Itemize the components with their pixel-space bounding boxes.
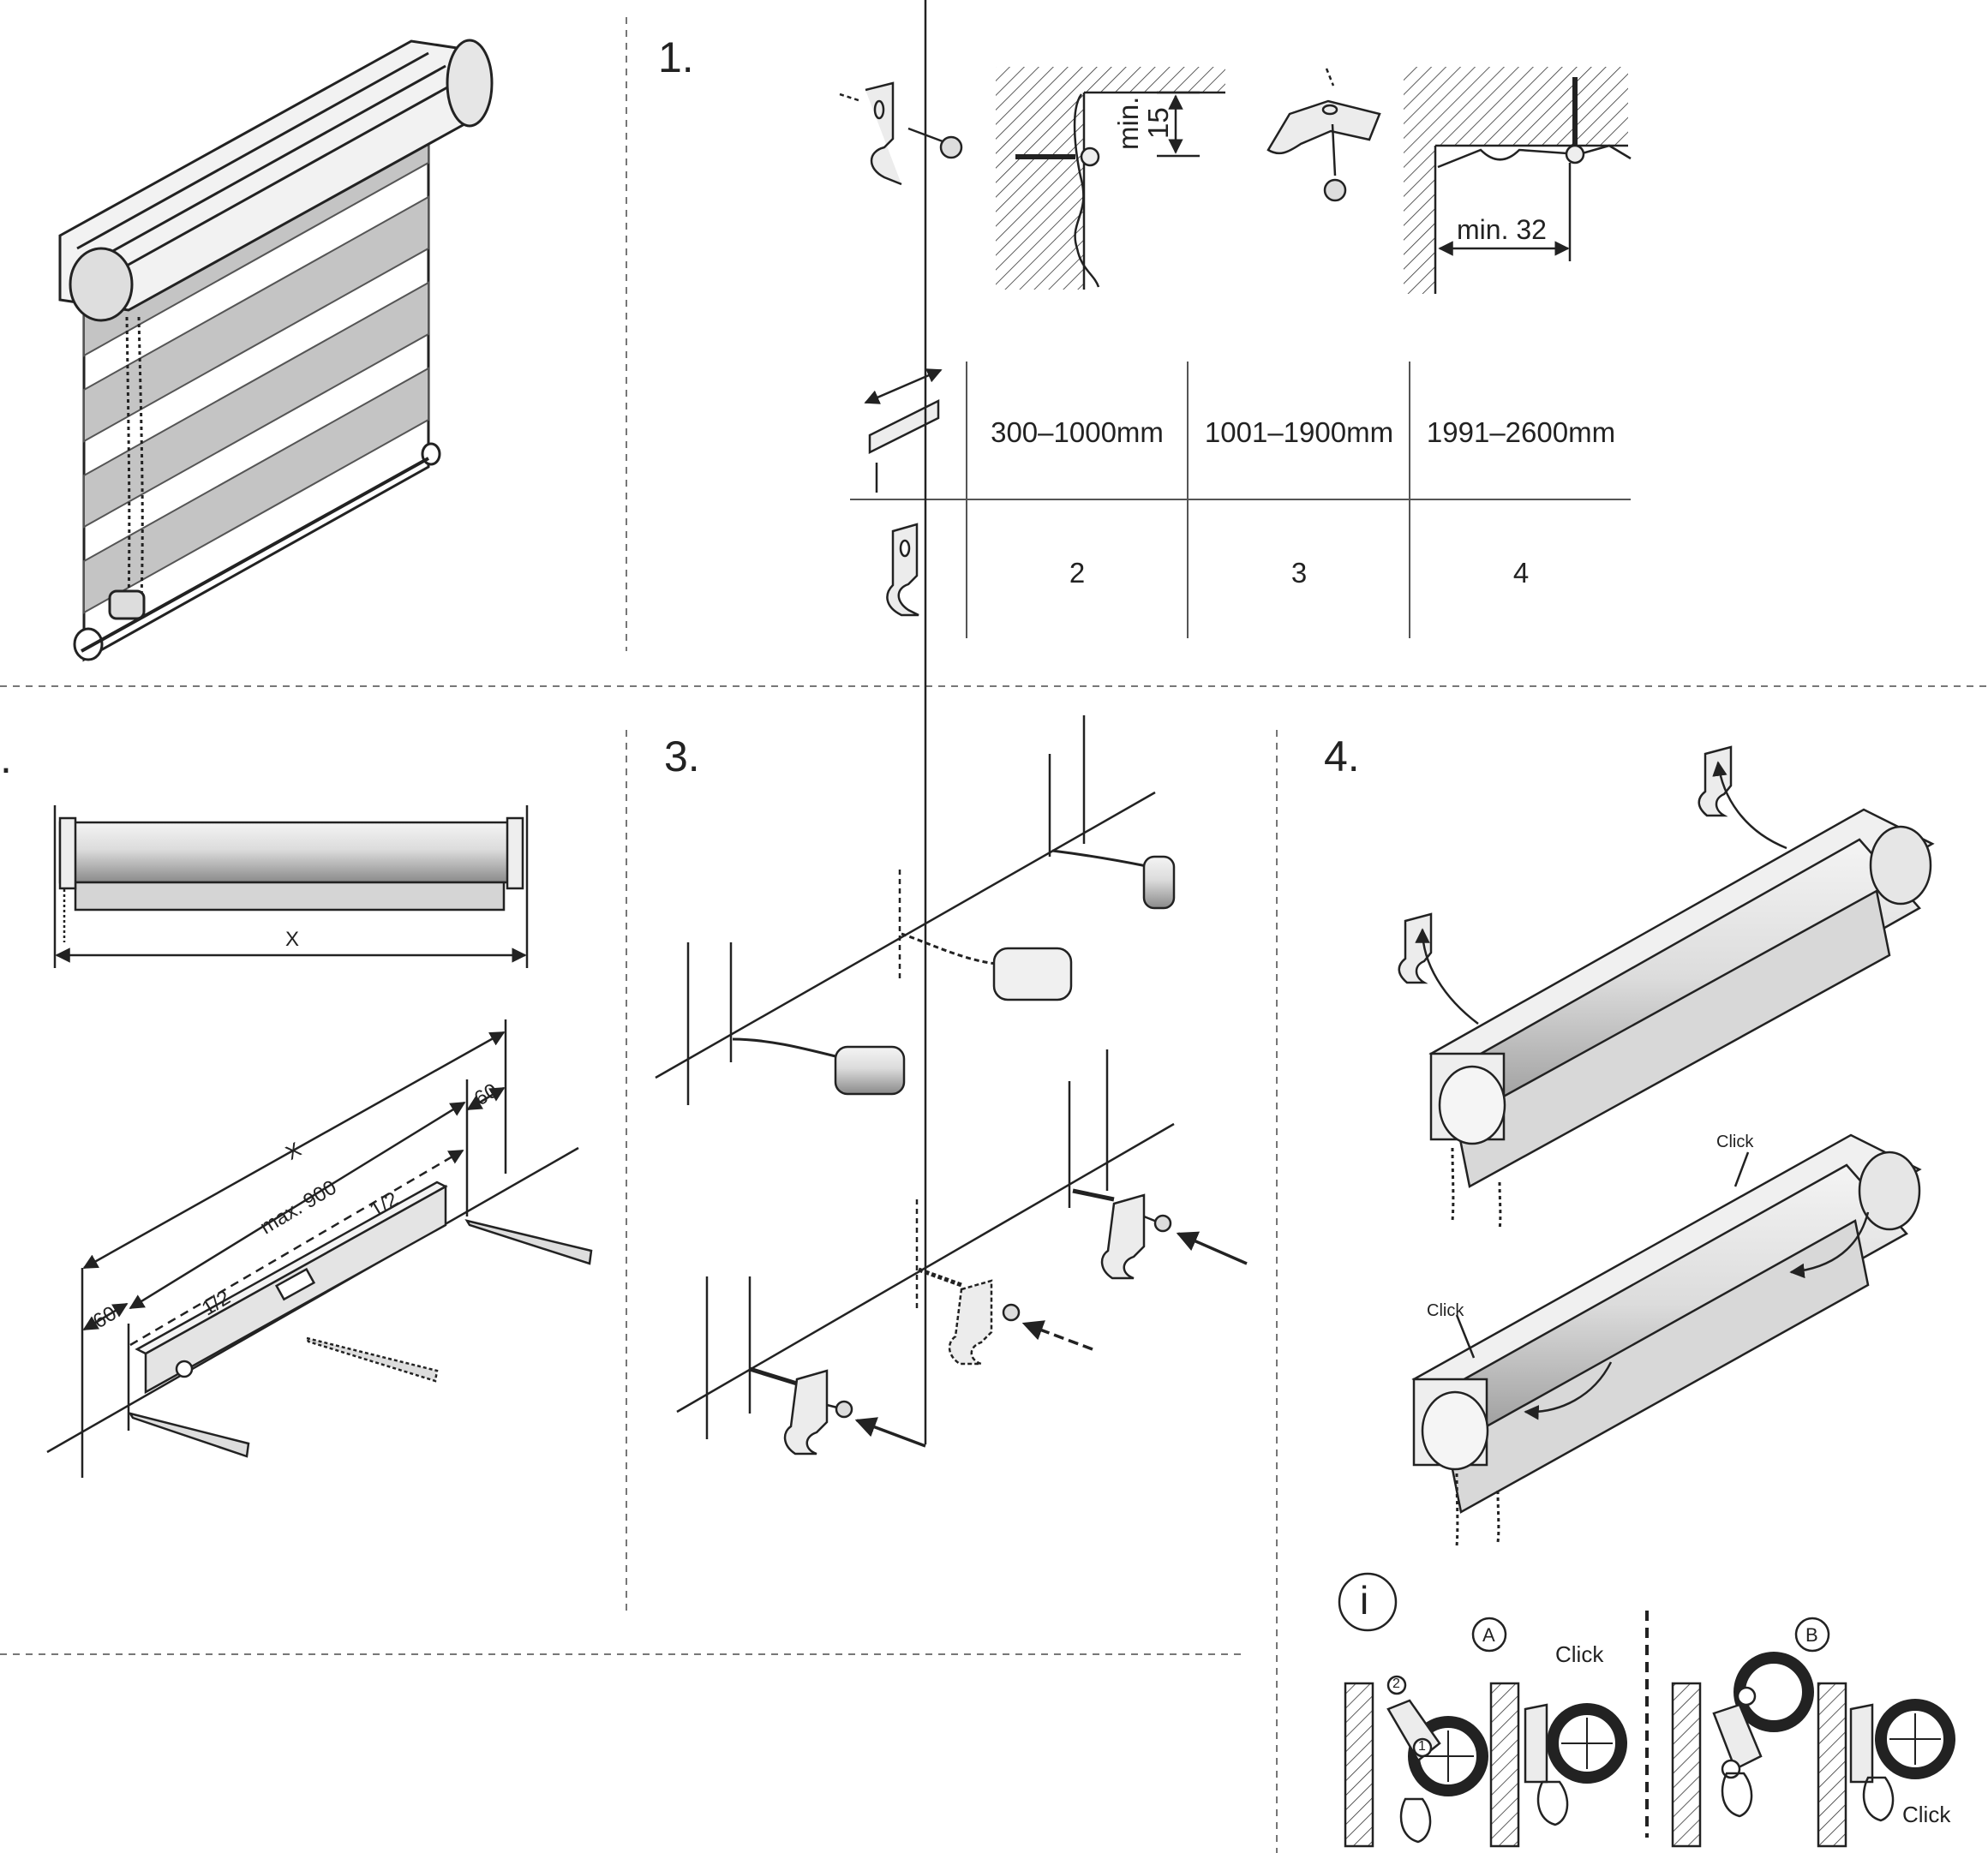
bottom-bar-end xyxy=(73,627,104,661)
spirit-level xyxy=(135,1181,448,1395)
install-detail-b2 xyxy=(1817,1682,1955,1848)
variant-b-label: B xyxy=(1805,1624,1818,1646)
click-label-left: Click xyxy=(1427,1301,1464,1320)
headrail-cassette xyxy=(58,39,482,312)
screw-icon xyxy=(907,127,963,159)
bracket-count-table xyxy=(850,362,1631,638)
variant-a-label: A xyxy=(1482,1624,1495,1646)
variant-a-badge xyxy=(1471,1617,1507,1653)
info-icon xyxy=(1338,1572,1398,1632)
install-detail-a2 xyxy=(1489,1682,1627,1848)
insert-arrow xyxy=(854,1417,926,1448)
click-label-a: Click xyxy=(1555,1641,1604,1667)
left-end-cap xyxy=(69,247,134,322)
install-detail-b1 xyxy=(1671,1652,1814,1848)
width-range-1: 300–1000mm xyxy=(991,416,1164,448)
pencil-icon xyxy=(128,1219,593,1458)
drill-chuck-icon xyxy=(834,855,1176,1096)
screw-icon-set xyxy=(749,1188,1172,1419)
variant-b-badge xyxy=(1794,1617,1830,1653)
drilling-step xyxy=(655,0,1248,1456)
step-2-number: . xyxy=(0,734,12,782)
headrail-width-icon xyxy=(864,368,943,493)
section-dividers xyxy=(0,17,1988,1853)
info-section xyxy=(1338,1572,1955,1848)
wall-mount-detail xyxy=(839,67,1225,290)
bracket-fixing-icon xyxy=(783,1193,1146,1456)
info-icon-letter: i xyxy=(1360,1578,1369,1623)
drilling-layout xyxy=(46,1019,593,1478)
max-900-arrow xyxy=(129,1101,466,1310)
width-range-3: 1991–2600mm xyxy=(1426,416,1616,448)
step-1-number: 1. xyxy=(658,33,694,81)
bracket-ceiling-icon xyxy=(1266,99,1381,155)
right-end-cap xyxy=(446,39,494,128)
bracket-count-icon xyxy=(886,523,919,617)
chain-cord xyxy=(125,316,131,609)
headrail-tilted-bottom xyxy=(1411,1133,1922,1547)
step-marker-1: 1 xyxy=(1418,1739,1426,1754)
width-range-2: 1001–1900mm xyxy=(1204,416,1394,448)
headrail-front-view xyxy=(53,805,529,968)
bracket-count-3: 4 xyxy=(1512,557,1530,589)
step-4-number: 4. xyxy=(1324,732,1360,780)
step-marker-2: 2 xyxy=(1392,1677,1400,1691)
headrail-tilted-top xyxy=(1428,808,1935,1230)
click-label-b: Click xyxy=(1902,1802,1951,1827)
width-x-label: X xyxy=(285,928,300,951)
step-3-number: 3. xyxy=(664,732,700,780)
drill-bit-icon xyxy=(732,849,1147,1058)
click-label-top: Click xyxy=(1716,1133,1754,1151)
bracket-wall-icon xyxy=(865,81,902,186)
bracket-count-2: 3 xyxy=(1290,557,1308,589)
ceiling-mount-detail xyxy=(1266,67,1632,294)
wall-min-label: min. xyxy=(1112,96,1144,150)
bracket-count-1: 2 xyxy=(1069,557,1086,589)
ceiling-min-label: min. 32 xyxy=(1457,214,1547,245)
roller-blind-illustration xyxy=(58,39,494,662)
hanging-step xyxy=(1398,745,1935,1547)
wall-min-value: 15 xyxy=(1142,107,1174,139)
install-detail-a1 xyxy=(1344,1675,1488,1848)
